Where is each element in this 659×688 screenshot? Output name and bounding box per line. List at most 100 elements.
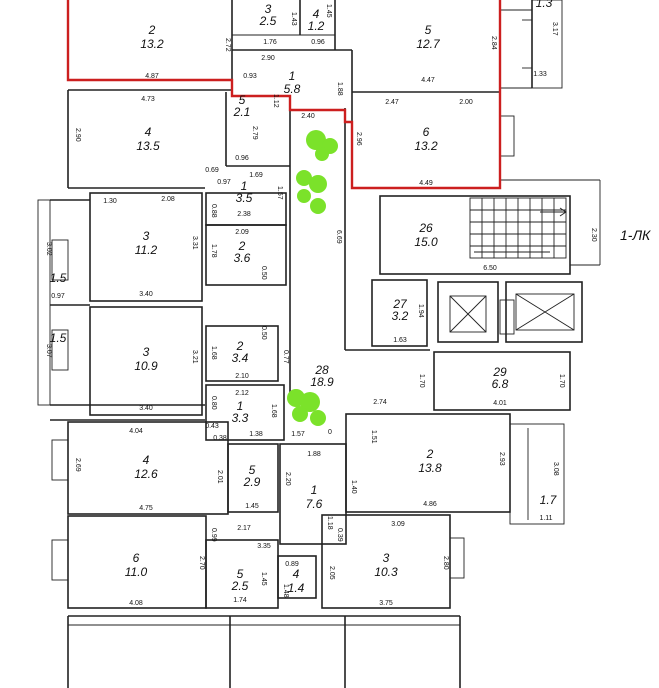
walls [37,0,601,688]
room-area: 13.2 [414,139,438,153]
room-area: 11.2 [135,243,158,257]
dimension-label: 2.20 [284,472,291,486]
room-number: 5 [239,93,246,107]
room-number: 4 [145,125,152,139]
dimension-label: 2.05 [328,566,335,580]
dimension-label: 2.90 [74,128,81,142]
dimension-label: 0.77 [282,350,289,364]
dimension-label: 4.75 [139,505,153,512]
highlighted-apartment-outline [66,0,502,190]
dimension-label: 4.08 [129,600,143,607]
dimension-label: 4.73 [141,96,155,103]
dimension-label: 2.17 [237,525,251,532]
stair-arrow-icon [474,207,567,253]
dimension-label: 3.40 [139,405,153,412]
dimension-label: 2.30 [590,228,597,242]
room-area: 1.2 [308,19,325,33]
dimension-label: 1.38 [249,431,263,438]
dimension-label: 1.57 [291,431,305,438]
room-area: 1.5 [50,331,67,345]
dimension-label: 1.45 [325,4,332,18]
room-number: 27 [392,297,408,311]
room-area: 3.3 [232,411,249,425]
room-area: 2.5 [259,14,277,28]
dimension-label: 2.47 [385,99,399,106]
dimension-label: 0.97 [51,293,65,300]
dimension-label: 0.89 [285,561,299,568]
dimension-label: 1.70 [558,374,565,388]
room-area: 3.6 [234,251,251,265]
room-number: 2 [426,447,434,461]
room-number: 5 [249,463,256,477]
dimension-label: 2.09 [235,229,249,236]
green-markers [287,130,338,426]
dimension-label: 2.79 [251,126,258,140]
dimension-label: 1.40 [350,480,357,494]
dimension-label: 2.84 [490,36,497,50]
room-area: 3.4 [232,351,249,365]
room-number: 3 [383,551,390,565]
dimension-label: 1.63 [393,337,407,344]
dimension-label: 2.38 [237,211,251,218]
dimension-label: 4.47 [421,77,435,84]
dimension-label: 1.18 [326,516,333,530]
dimension-label: 4.86 [423,501,437,508]
room-number: 3 [265,2,272,16]
room-area: 5.8 [284,82,301,96]
dimension-label: 2.40 [301,113,315,120]
room-area: 18.9 [310,375,334,389]
dimension-label: 3.02 [45,242,52,256]
dimension-label: 2.96 [355,132,362,146]
room-area: 1.5 [50,271,67,285]
dimension-label: 0.43 [205,423,219,430]
room-area: 2.1 [233,105,251,119]
room-area: 12.7 [416,37,441,51]
dimension-label: 1.74 [233,597,247,604]
dimension-label: 1.76 [263,39,277,46]
room-number: 2 [236,339,244,353]
dimension-label: 2.69 [74,458,81,472]
dimension-label: 1.33 [533,71,547,78]
dimension-label: 3.75 [379,600,393,607]
room-number: 1 [237,399,244,413]
dimension-label: 0.97 [217,179,231,186]
room-area: 3.5 [236,191,253,205]
room-area: 7.6 [306,497,323,511]
room-number: 4 [143,453,150,467]
room-number: 1 [311,483,318,497]
dimension-label: 1.57 [276,186,283,200]
room-area: 10.9 [134,359,158,373]
room-number: 5 [237,567,244,581]
dimension-label: 2.90 [261,55,275,62]
dimension-label: 1.88 [307,451,321,458]
dimension-label: 1.45 [245,503,259,510]
room-area: 2.5 [231,579,249,593]
dimension-label: 0 [328,429,332,436]
room-number: 4 [313,7,320,21]
room-area: 10.3 [374,565,398,579]
room-number: 2 [148,23,156,37]
room-number: 4 [293,567,300,581]
dimension-label: 1.51 [370,430,377,444]
dimension-label: 2.70 [198,556,205,570]
room-area: 13.8 [418,461,442,475]
dimension-label: 3.31 [191,236,198,250]
section-label: 1-ЛК [620,227,651,243]
dimension-label: 1.48 [282,584,289,598]
room-number: 29 [492,365,507,379]
dimension-label: 2.72 [224,38,231,52]
dimension-label: 4.87 [145,73,159,80]
dimension-label: 0.80 [210,396,217,410]
dimension-label: 1.30 [103,198,117,205]
room-number: 3 [143,229,150,243]
dimension-label: 2.01 [216,470,223,484]
dimension-label: 3.09 [391,521,405,528]
dimension-label: 0.38 [213,435,227,442]
dimension-label: 0.96 [235,155,249,162]
dimension-label: 3.07 [45,344,52,358]
dimension-label: 3.08 [552,462,559,476]
room-area: 13.5 [136,139,160,153]
dimension-label: 0.93 [243,73,257,80]
room-area: 1.3 [536,0,553,10]
dimension-label: 0.96 [311,39,325,46]
